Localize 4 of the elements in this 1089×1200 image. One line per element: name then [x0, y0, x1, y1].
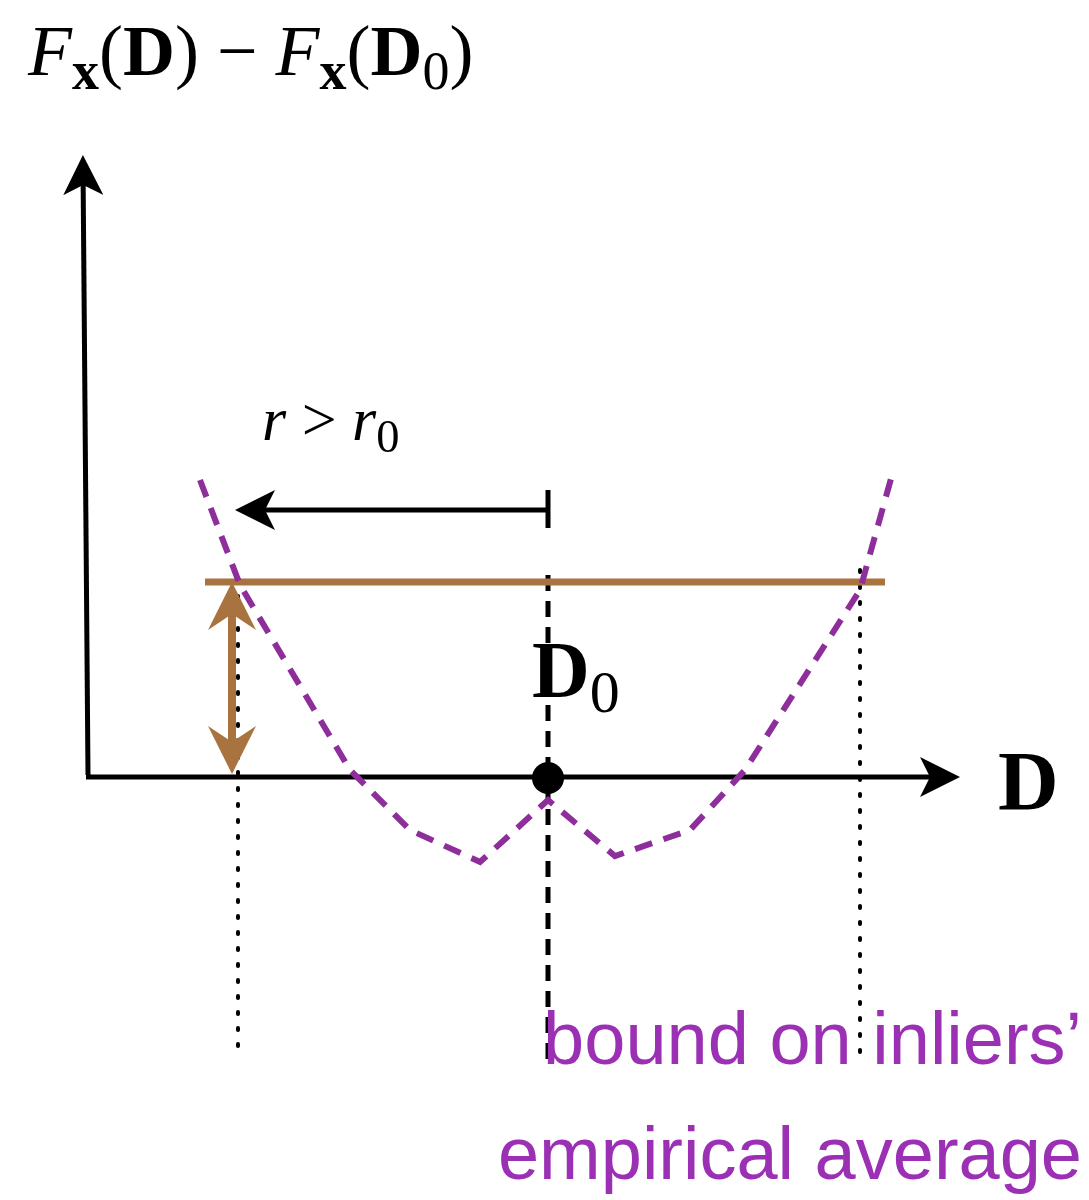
- bound-note: bound on inliers’ empirical average: [496, 996, 1082, 1197]
- y-axis-label: F$_{x}$(D) − F$_{x}$(D$_{0}$): [28, 10, 474, 95]
- x-axis-label: D: [998, 734, 1059, 830]
- radius-label: r > r$_{0}$: [262, 384, 400, 457]
